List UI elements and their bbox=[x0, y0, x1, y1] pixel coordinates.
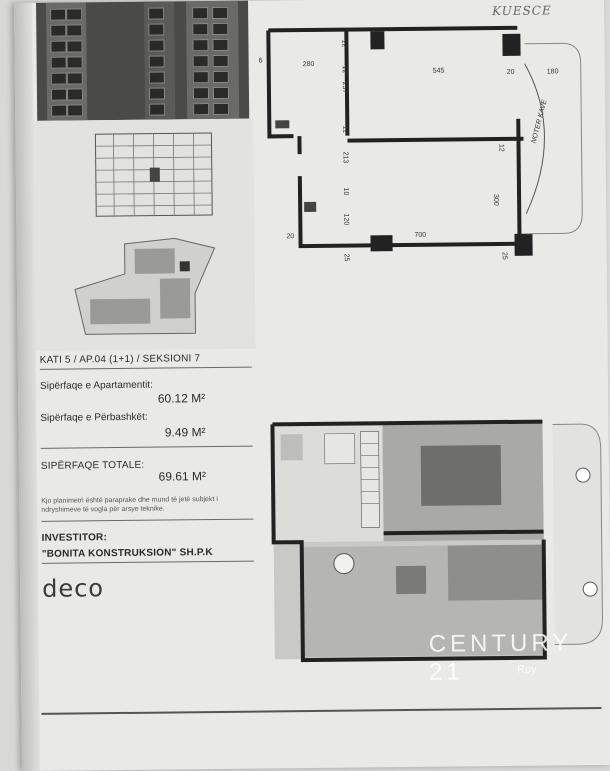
photo-window bbox=[212, 7, 228, 19]
dim-6: 6 bbox=[259, 57, 263, 64]
photo-window bbox=[51, 73, 67, 85]
photo-window bbox=[212, 23, 228, 35]
photo-window bbox=[66, 8, 82, 20]
photo-window bbox=[213, 55, 229, 67]
dim-bottom-width: 700 bbox=[414, 232, 426, 239]
dim-20a: 20 bbox=[286, 233, 294, 240]
photo-window bbox=[149, 72, 165, 84]
floor-plan-dimensions: 280 545 180 700 300 12 12 12 12 257 213 … bbox=[262, 23, 594, 266]
photo-window bbox=[193, 103, 209, 115]
apartment-area-value: 60.12 M² bbox=[40, 391, 205, 407]
photo-window bbox=[148, 24, 164, 36]
photo-window bbox=[149, 56, 165, 68]
photo-window bbox=[51, 57, 67, 69]
bottom-line bbox=[41, 707, 601, 715]
divider-3 bbox=[41, 519, 253, 522]
divider-1 bbox=[40, 367, 252, 370]
photo-window bbox=[193, 87, 209, 99]
building-elevation-drawing bbox=[93, 131, 214, 218]
photo-window bbox=[67, 88, 83, 100]
photo-window bbox=[66, 24, 82, 36]
dim-12d: 12 bbox=[498, 144, 505, 152]
handwritten-note: KUESCE bbox=[492, 3, 552, 18]
dim-balcony: 180 bbox=[547, 68, 559, 75]
photo-window bbox=[67, 56, 83, 68]
building-photo bbox=[36, 1, 249, 121]
dim-120: 120 bbox=[342, 214, 349, 226]
photo-window bbox=[51, 89, 67, 101]
disclaimer-text: Kjo planimetri është paraprake dhe mund … bbox=[41, 495, 253, 515]
shared-area-value: 9.49 M² bbox=[40, 425, 205, 441]
dim-12b: 12 bbox=[341, 66, 348, 74]
photo-window bbox=[213, 103, 229, 115]
photo-window bbox=[50, 41, 66, 53]
investor-name: "BONITA KONSTRUKSION" SH.P.K bbox=[42, 547, 257, 560]
dim-213: 213 bbox=[342, 152, 349, 164]
site-plan-drawing bbox=[64, 233, 225, 340]
divider-2 bbox=[41, 446, 253, 449]
total-area-value: 69.61 M² bbox=[41, 469, 206, 485]
photo-window bbox=[66, 40, 82, 52]
photo-window bbox=[67, 72, 83, 84]
photo-window bbox=[149, 104, 165, 116]
photo-window bbox=[212, 39, 228, 51]
shared-area-label: Sipërfaqe e Përbashkët: bbox=[40, 411, 255, 424]
photo-window bbox=[148, 8, 164, 20]
furnished-floor-plan bbox=[270, 419, 610, 663]
dim-12a: 12 bbox=[340, 40, 347, 48]
photo-window bbox=[50, 9, 66, 21]
dim-top-left-room: 280 bbox=[303, 61, 315, 68]
photo-window bbox=[192, 7, 208, 19]
document-sheet: KUESCE bbox=[14, 0, 610, 771]
deco-logo: deco bbox=[42, 574, 104, 603]
sheet-edge bbox=[14, 3, 40, 771]
plan-handwriting: NOTER KAVE bbox=[531, 99, 549, 144]
photo-window bbox=[192, 23, 208, 35]
photo-window bbox=[50, 25, 66, 37]
watermark-sub: Roy bbox=[517, 664, 537, 676]
photo-window bbox=[213, 87, 229, 99]
investor-label: INVESTITOR: bbox=[42, 531, 257, 544]
photo-window bbox=[192, 39, 208, 51]
photo-window bbox=[193, 55, 209, 67]
dim-10: 10 bbox=[342, 188, 349, 196]
apartment-title: KATI 5 / AP.04 (1+1) / SEKSIONI 7 bbox=[40, 353, 255, 366]
photo-window bbox=[213, 71, 229, 83]
apartment-area-label: Sipërfaqe e Apartamentit: bbox=[40, 379, 255, 392]
dim-20b: 20 bbox=[507, 69, 515, 76]
dim-257: 257 bbox=[341, 82, 348, 94]
watermark-brand: CENTURY 21 bbox=[429, 629, 610, 687]
dim-top-right-room: 545 bbox=[433, 68, 445, 75]
dim-25b: 25 bbox=[501, 252, 508, 260]
dim-12c: 12 bbox=[341, 126, 348, 134]
photo-window bbox=[193, 71, 209, 83]
photo-window bbox=[51, 105, 67, 117]
dim-left-height: 300 bbox=[492, 194, 499, 206]
photo-window bbox=[148, 40, 164, 52]
photo-window bbox=[67, 104, 83, 116]
divider-4 bbox=[42, 561, 254, 564]
photo-window bbox=[149, 88, 165, 100]
dim-25a: 25 bbox=[343, 254, 350, 262]
